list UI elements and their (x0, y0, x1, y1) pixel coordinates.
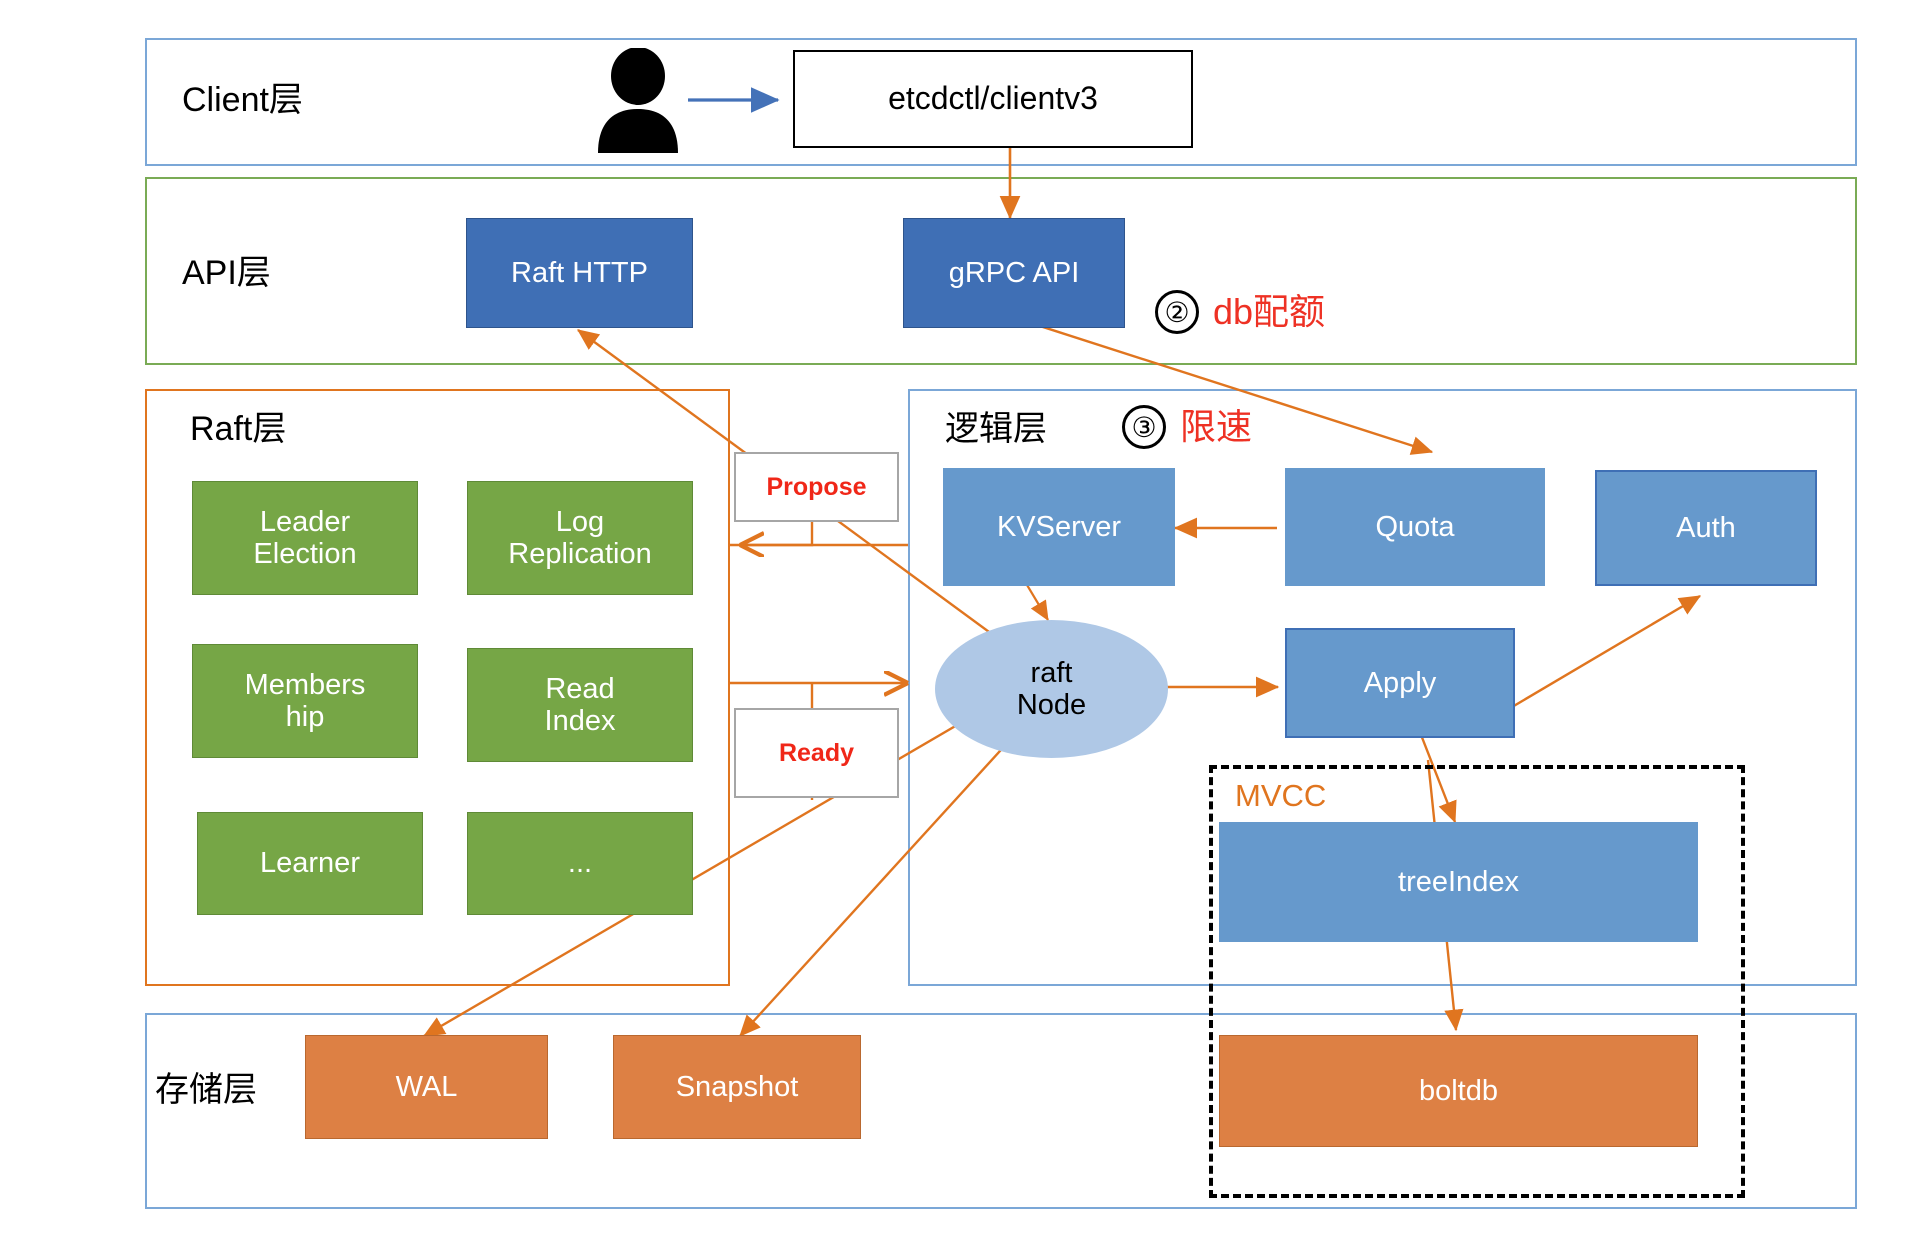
user-icon (588, 47, 688, 158)
node-kvserver-label: KVServer (996, 510, 1122, 543)
node-quota[interactable]: Quota (1285, 468, 1545, 586)
layer-raft-title: Raft层 (190, 410, 287, 448)
node-raft-node[interactable]: raft Node (935, 620, 1168, 758)
node-learner[interactable]: Learner (197, 812, 423, 915)
tag-propose-label: Propose (766, 472, 867, 501)
node-grpc-api-label: gRPC API (948, 256, 1080, 289)
tag-propose: Propose (734, 452, 899, 522)
layer-logic-title: 逻辑层 (945, 410, 1047, 448)
node-etcdctl[interactable]: etcdctl/clientv3 (793, 50, 1193, 148)
node-treeindex-label: treeIndex (1398, 865, 1519, 898)
annotation-db-quota: ② db配额 (1155, 290, 1325, 334)
annotation-rate-limit: ③ 限速 (1122, 405, 1252, 449)
node-apply-label: Apply (1363, 666, 1437, 699)
node-membership-label: Members hip (244, 668, 366, 733)
tag-ready: Ready (734, 708, 899, 798)
node-log-replication[interactable]: Log Replication (467, 481, 693, 595)
annotation-text-rate-limit: 限速 (1180, 406, 1253, 447)
node-apply[interactable]: Apply (1285, 628, 1515, 738)
node-boltdb[interactable]: boltdb (1219, 1035, 1698, 1147)
group-mvcc (1209, 765, 1745, 1198)
node-ellipsis[interactable]: ... (467, 812, 693, 915)
group-mvcc-label: MVCC (1235, 778, 1327, 813)
annotation-text-db-quota: db配额 (1213, 291, 1326, 332)
node-membership[interactable]: Members hip (192, 644, 418, 758)
node-etcdctl-label: etcdctl/clientv3 (888, 80, 1098, 117)
node-grpc-api[interactable]: gRPC API (903, 218, 1125, 328)
node-raft-node-label: raft Node (1016, 656, 1087, 721)
node-treeindex[interactable]: treeIndex (1219, 822, 1698, 942)
annotation-number-3: ③ (1122, 405, 1166, 449)
node-leader-election-label: Leader Election (253, 505, 357, 570)
layer-api-title: API层 (182, 254, 271, 292)
node-wal[interactable]: WAL (305, 1035, 548, 1139)
node-leader-election[interactable]: Leader Election (192, 481, 418, 595)
node-kvserver[interactable]: KVServer (943, 468, 1175, 586)
node-read-index-label: Read Index (544, 672, 616, 737)
tag-ready-label: Ready (778, 738, 855, 767)
node-raft-http[interactable]: Raft HTTP (466, 218, 693, 328)
node-ellipsis-label: ... (567, 847, 593, 880)
node-boltdb-label: boltdb (1418, 1074, 1498, 1107)
layer-storage-title: 存储层 (155, 1071, 257, 1109)
node-auth-label: Auth (1676, 511, 1736, 544)
node-snapshot[interactable]: Snapshot (613, 1035, 861, 1139)
node-quota-label: Quota (1375, 510, 1455, 543)
annotation-number-2: ② (1155, 290, 1199, 334)
node-log-replication-label: Log Replication (508, 505, 652, 570)
node-wal-label: WAL (395, 1070, 458, 1103)
layer-client-title: Client层 (182, 81, 303, 119)
node-snapshot-label: Snapshot (675, 1070, 799, 1103)
node-read-index[interactable]: Read Index (467, 648, 693, 762)
node-learner-label: Learner (260, 847, 360, 880)
node-auth[interactable]: Auth (1595, 470, 1817, 586)
node-raft-http-label: Raft HTTP (511, 256, 648, 289)
